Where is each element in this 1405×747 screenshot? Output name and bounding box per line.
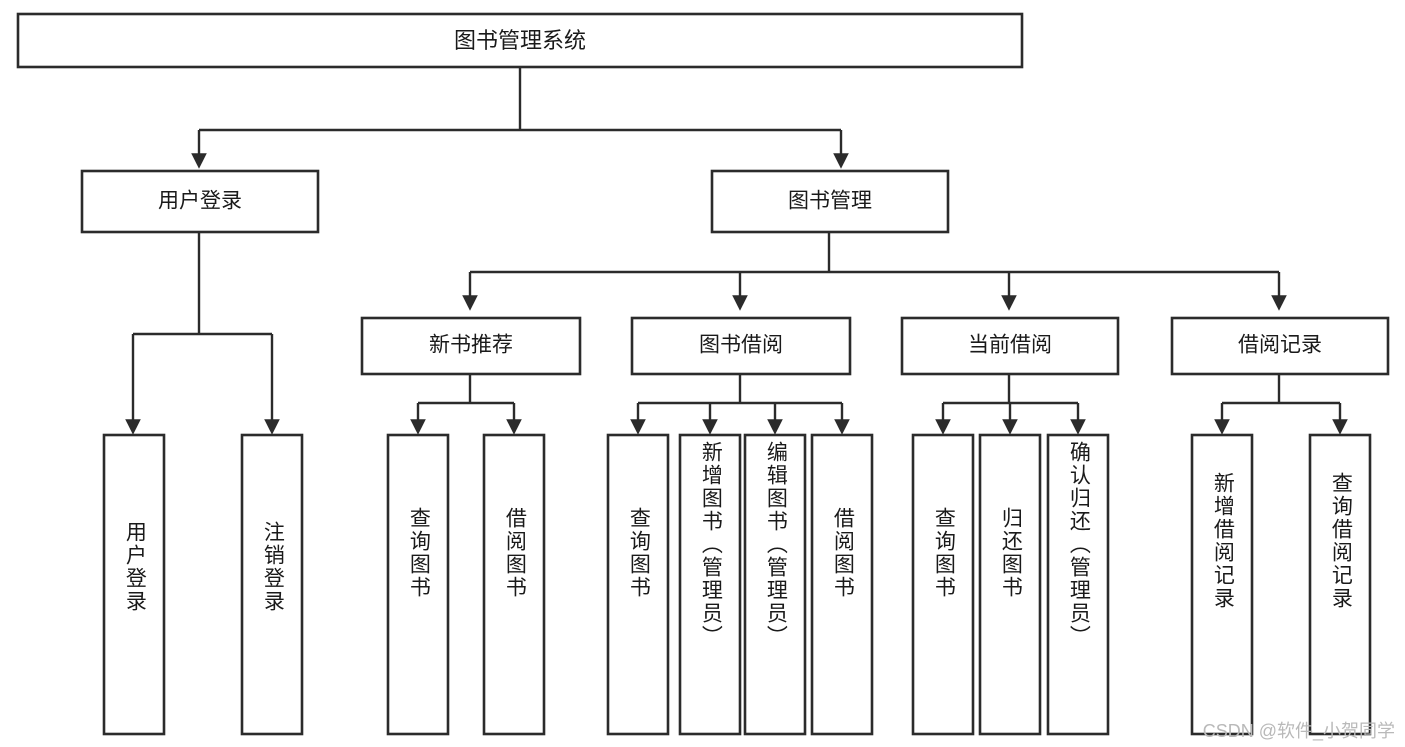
connector-newbook-to-leaves [410,374,522,435]
node-new-book-recommend-label: 新书推荐 [429,334,513,357]
node-borrow-record[interactable]: 借阅记录 [1170,316,1390,376]
connector-currentborrow-to-leaves [935,374,1086,435]
node-book-borrow[interactable]: 图书借阅 [630,316,852,376]
leaf-box-logout-login[interactable] [240,433,304,736]
connector-root-to-level2 [191,67,849,169]
leaf-box-edit-book[interactable] [743,433,807,736]
leaf-box-borrow-book-1[interactable] [482,433,546,736]
node-book-borrow-label: 图书借阅 [699,334,783,357]
leaf-box-borrow-book-2[interactable] [810,433,874,736]
node-borrow-record-label: 借阅记录 [1238,334,1322,357]
leaf-box-query-record[interactable] [1308,433,1372,736]
node-current-borrow-label: 当前借阅 [968,334,1052,357]
connector-userlogin-to-leaves [125,232,280,435]
leaf-box-confirm-return[interactable] [1046,433,1110,736]
node-new-book-recommend[interactable]: 新书推荐 [360,316,582,376]
node-user-login-label: 用户登录 [158,190,242,213]
node-book-management-label: 图书管理 [788,190,872,213]
leaf-box-add-record[interactable] [1190,433,1254,736]
node-root[interactable]: 图书管理系统 [16,12,1024,69]
leaf-box-query-book-1[interactable] [386,433,450,736]
node-root-label: 图书管理系统 [454,28,586,53]
node-book-management[interactable]: 图书管理 [710,169,950,234]
leaf-box-add-book[interactable] [678,433,742,736]
connector-bookmanagement-to-level3 [462,232,1287,311]
leaf-box-return-book[interactable] [978,433,1042,736]
node-current-borrow[interactable]: 当前借阅 [900,316,1120,376]
connector-borrowrecord-to-leaves [1214,374,1348,435]
leaf-box-query-book-3[interactable] [911,433,975,736]
leaf-box-query-book-2[interactable] [606,433,670,736]
node-user-login[interactable]: 用户登录 [80,169,320,234]
leaf-box-user-login[interactable] [102,433,166,736]
connector-bookborrow-to-leaves [630,374,850,435]
